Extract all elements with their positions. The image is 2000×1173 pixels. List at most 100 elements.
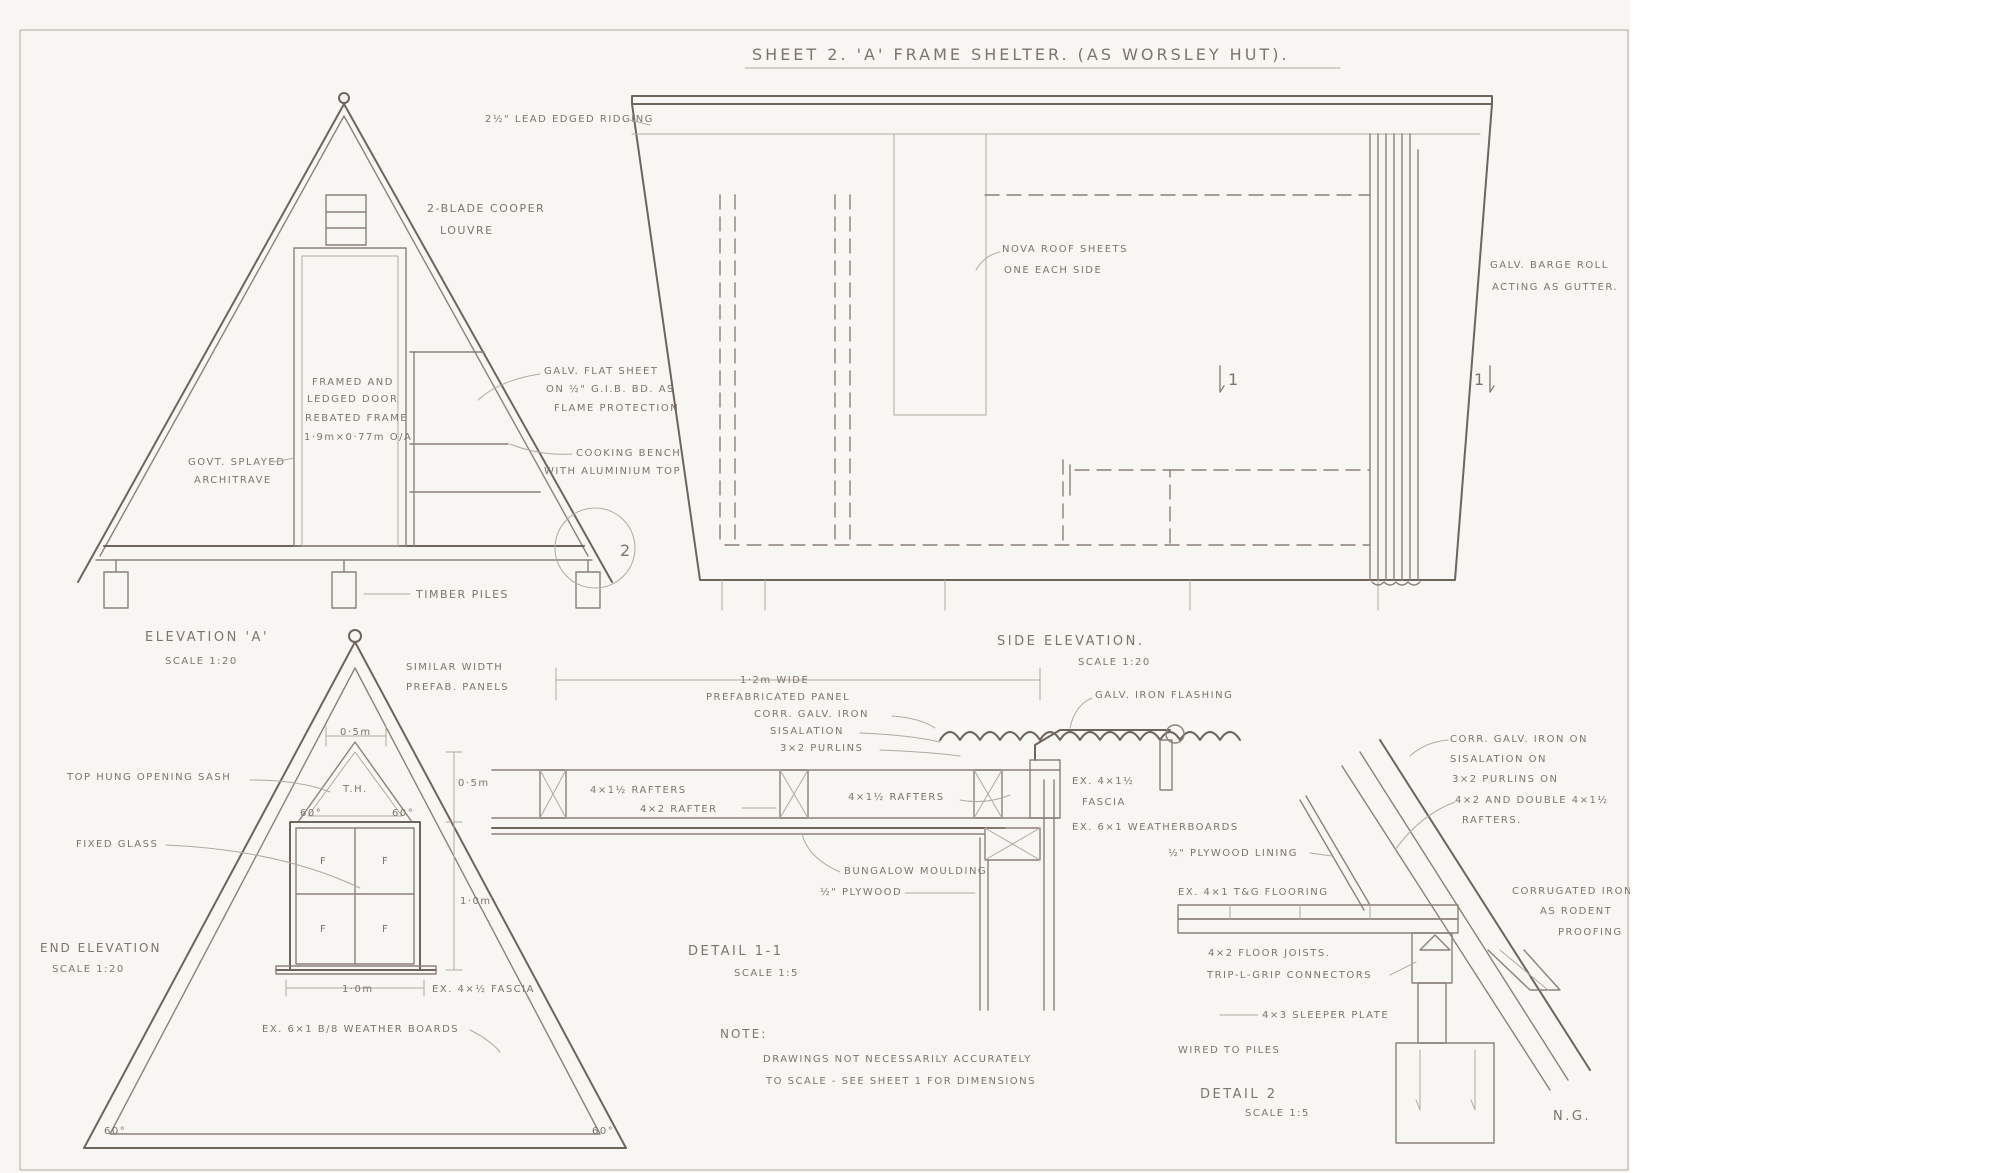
pile-left <box>103 571 129 609</box>
rafter-inner <box>1359 751 1569 1081</box>
pane-f-1: F <box>320 856 327 867</box>
moulding-leader <box>801 833 841 873</box>
sheets-label-1: NOVA ROOF SHEETS <box>1002 244 1128 255</box>
floor-joist <box>1177 918 1459 934</box>
flashing <box>1034 729 1171 761</box>
d2-sisalation-label: SISALATION ON <box>1450 754 1547 765</box>
panel-label-1: 1·2m WIDE <box>740 675 809 686</box>
d2-flooring-label: EX. 4×1 T&G FLOORING <box>1178 887 1328 898</box>
d2-piles-label: WIRED TO PILES <box>1178 1045 1280 1056</box>
section-mark-right: 1 <box>1474 370 1487 389</box>
sheet-border <box>19 29 1629 1171</box>
elevation-a-scale: SCALE 1:20 <box>165 656 238 667</box>
barge-label-1: GALV. BARGE ROLL <box>1490 260 1609 271</box>
end-inner-frame <box>109 667 601 1135</box>
bench-label-2: WITH ALUMINIUM TOP <box>544 466 681 477</box>
sheet-title: SHEET 2. 'A' FRAME SHELTER. (AS WORSLEY … <box>752 45 1290 64</box>
door-leaf <box>301 255 399 547</box>
end-width: 1·0m <box>342 984 374 995</box>
drawing-sheet: SHEET 2. 'A' FRAME SHELTER. (AS WORSLEY … <box>0 0 1630 1173</box>
d2-lining-leader <box>1309 852 1333 857</box>
architrave-leader <box>273 457 295 463</box>
corrugated-iron <box>939 731 1241 741</box>
elevation-a-outer-frame <box>77 103 613 583</box>
pile-base <box>1395 1042 1495 1144</box>
angle-left: 60° <box>300 808 322 819</box>
gutter-wave <box>1371 581 1421 586</box>
hidden-opening <box>893 133 987 416</box>
pile-arrow-1 <box>1415 1049 1421 1111</box>
floor-board <box>1177 904 1459 920</box>
pile-right <box>575 571 601 609</box>
piles-label: TIMBER PILES <box>415 588 509 601</box>
end-finial <box>348 629 362 643</box>
hidden-bench <box>1074 469 1171 546</box>
d2-rodent-label-1: CORRUGATED IRON <box>1512 886 1630 897</box>
panels-label-1: SIMILAR WIDTH <box>406 662 503 673</box>
rafters-b-leader <box>959 794 1011 803</box>
note-heading: NOTE: <box>720 1027 767 1041</box>
purlin-x-1b <box>539 769 567 819</box>
lining-line-2 <box>1299 799 1365 911</box>
d2-purlins-label: 3×2 PURLINS ON <box>1452 774 1558 785</box>
purlins-leader <box>879 749 961 757</box>
wall-plate-x2 <box>984 827 1041 861</box>
purlins-label: 3×2 PURLINS <box>780 743 863 754</box>
side-elevation-scale: SCALE 1:20 <box>1078 657 1151 668</box>
plywood-label: ½" PLYWOOD <box>820 886 902 898</box>
pile-post <box>1417 982 1447 1044</box>
door-label-4: 1·9m×0·77m O/A <box>304 432 412 443</box>
detail-2-ref: 2 <box>620 541 633 560</box>
lining-line <box>1305 795 1371 906</box>
end-fascia-label: EX. 4×½ FASCIA <box>432 983 535 995</box>
section-arrow-left <box>1219 365 1225 393</box>
weatherboards-label: EX. 6×1 WEATHERBOARDS <box>1072 822 1239 833</box>
rafter-under <box>1341 765 1551 1091</box>
louvre-label-1: 2-BLADE COOPER <box>427 202 545 215</box>
sisalation-label: SISALATION <box>770 726 844 737</box>
weatherboards-leader <box>469 1029 501 1053</box>
flashing-leader <box>1069 697 1093 729</box>
side-elevation: 1 1 2½" LEAD EDGED RIDGING NOVA ROOF SHE… <box>485 95 1618 668</box>
end-height: 1·0m <box>460 896 492 907</box>
panels-label-2: PREFAB. PANELS <box>406 682 509 693</box>
tripl-grip <box>1419 934 1451 951</box>
sash-label: TOP HUNG OPENING SASH <box>66 772 231 783</box>
d2-rafters-leader <box>1394 801 1456 851</box>
pane-f-2: F <box>382 856 389 867</box>
wall-plate <box>984 827 1041 861</box>
elevation-a: 2 2-BLADE COOPER LOUVRE FRAMED AND LEDGE… <box>77 92 681 667</box>
bench-leader <box>509 443 573 455</box>
ridging-leader <box>629 119 651 126</box>
d2-connectors-leader <box>1389 961 1417 976</box>
sheets-label-2: ONE EACH SIDE <box>1004 265 1102 276</box>
flat-sheet-label-2: ON ½" G.I.B. BD. AS <box>546 383 675 395</box>
purlin-block-3 <box>973 769 1003 819</box>
barge-label-2: ACTING AS GUTTER. <box>1492 282 1618 293</box>
angle-right: 60° <box>392 808 414 819</box>
sheets-leader <box>975 251 1001 271</box>
iron-leader <box>891 715 936 729</box>
architrave-label-2: ARCHITRAVE <box>194 475 272 486</box>
end-weatherboards-label: EX. 6×1 B/8 WEATHER BOARDS <box>262 1024 459 1035</box>
roof-outline <box>631 103 1493 581</box>
rafter-label: 4×2 RAFTER <box>640 804 718 815</box>
signature: N.G. <box>1553 1109 1591 1124</box>
ridging-label: 2½" LEAD EDGED RIDGING <box>485 113 654 125</box>
end-elevation-scale: SCALE 1:20 <box>52 964 125 975</box>
d2-rodent-label-3: PROOFING <box>1558 927 1623 938</box>
d2-joists-label: 4×2 FLOOR JOISTS. <box>1208 948 1330 959</box>
end-outer-frame <box>83 641 627 1149</box>
rafters-b-label: 4×1½ RAFTERS <box>848 791 945 803</box>
detail-1: SIMILAR WIDTH PREFAB. PANELS 1·2m WIDE P… <box>406 662 1241 1011</box>
d2-lining-label: ½" PLYWOOD LINING <box>1168 847 1298 859</box>
flat-sheet-label-3: FLAME PROTECTION <box>554 403 679 414</box>
elevation-a-inner-frame <box>99 115 589 557</box>
fixed-label: FIXED GLASS <box>76 839 158 850</box>
rafter-outer <box>1379 739 1591 1071</box>
note-line-1: DRAWINGS NOT NECESSARILY ACCURATELY <box>763 1054 1032 1065</box>
purlin-block-1 <box>539 769 567 819</box>
sash-mark: T.H. <box>342 784 368 795</box>
end-height-top: 0·5m <box>458 778 490 789</box>
detail-2: CORR. GALV. IRON ON SISALATION ON 3×2 PU… <box>1168 734 1630 1144</box>
